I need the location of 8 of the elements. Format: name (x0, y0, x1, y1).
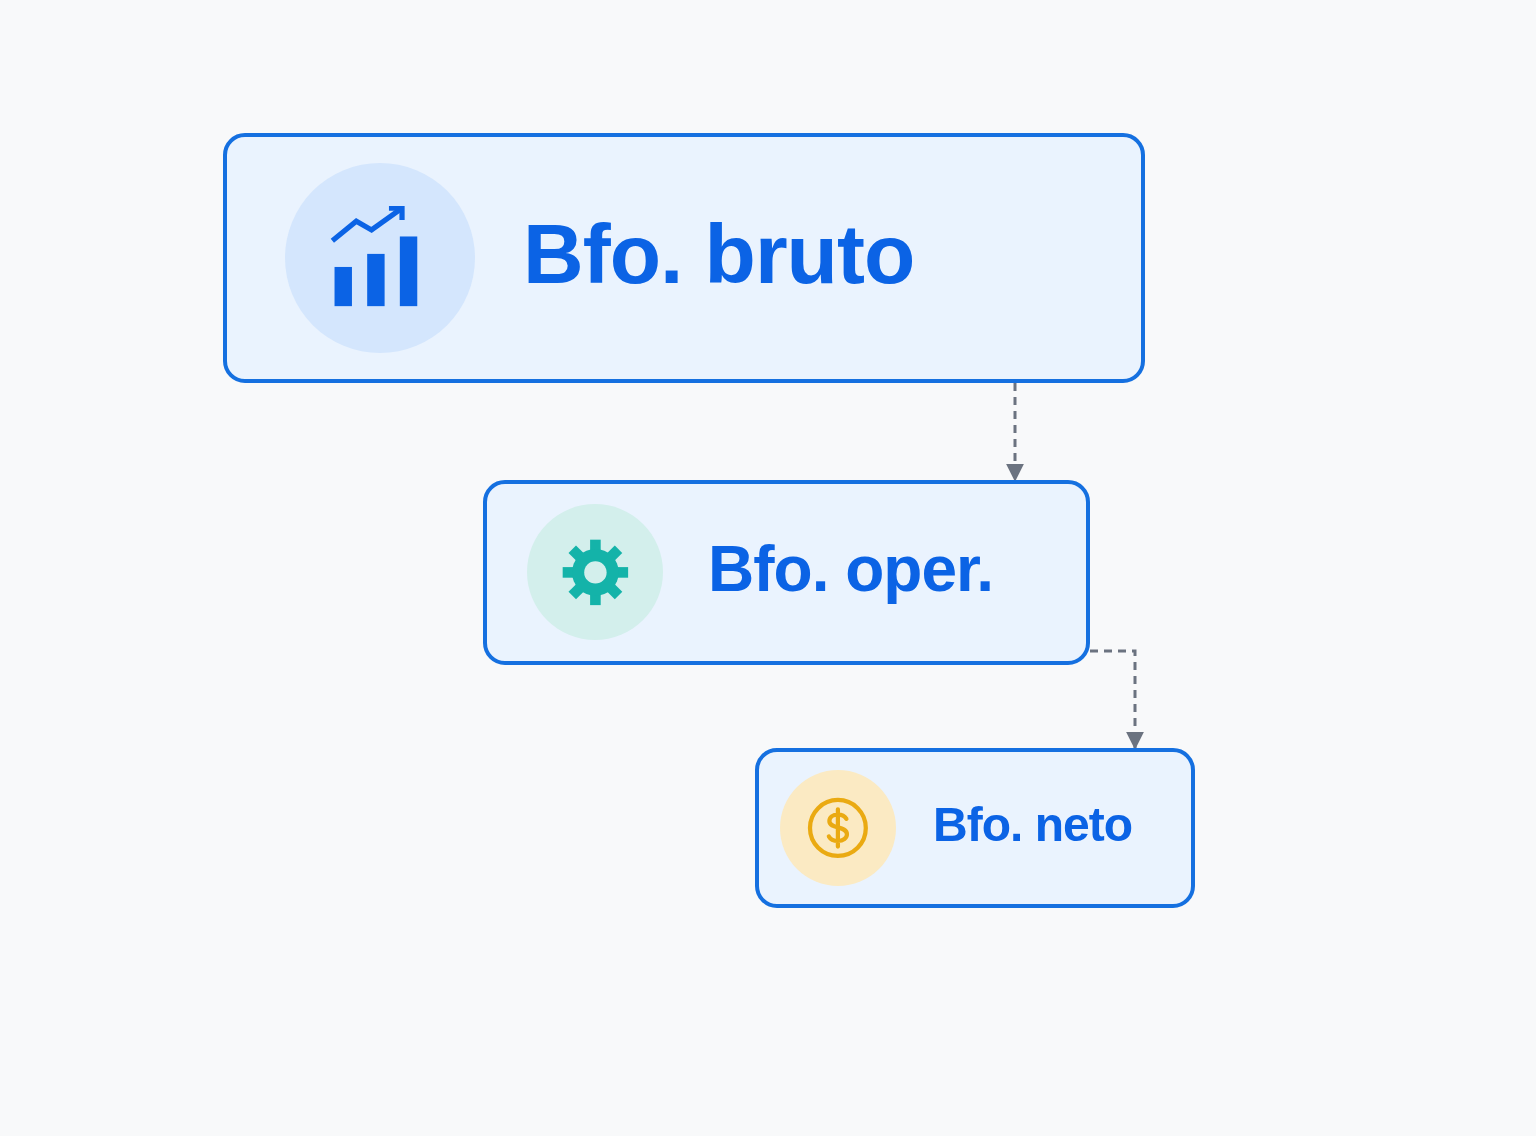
arrow (1006, 383, 1024, 482)
arrow (1090, 649, 1144, 750)
process-box (223, 133, 1145, 383)
process-box (483, 480, 1090, 665)
node-title: Bfo. neto (933, 799, 1132, 852)
process-box (755, 748, 1195, 908)
node-title: Bfo. bruto (523, 207, 915, 300)
node-title: Bfo. oper. (708, 533, 994, 604)
